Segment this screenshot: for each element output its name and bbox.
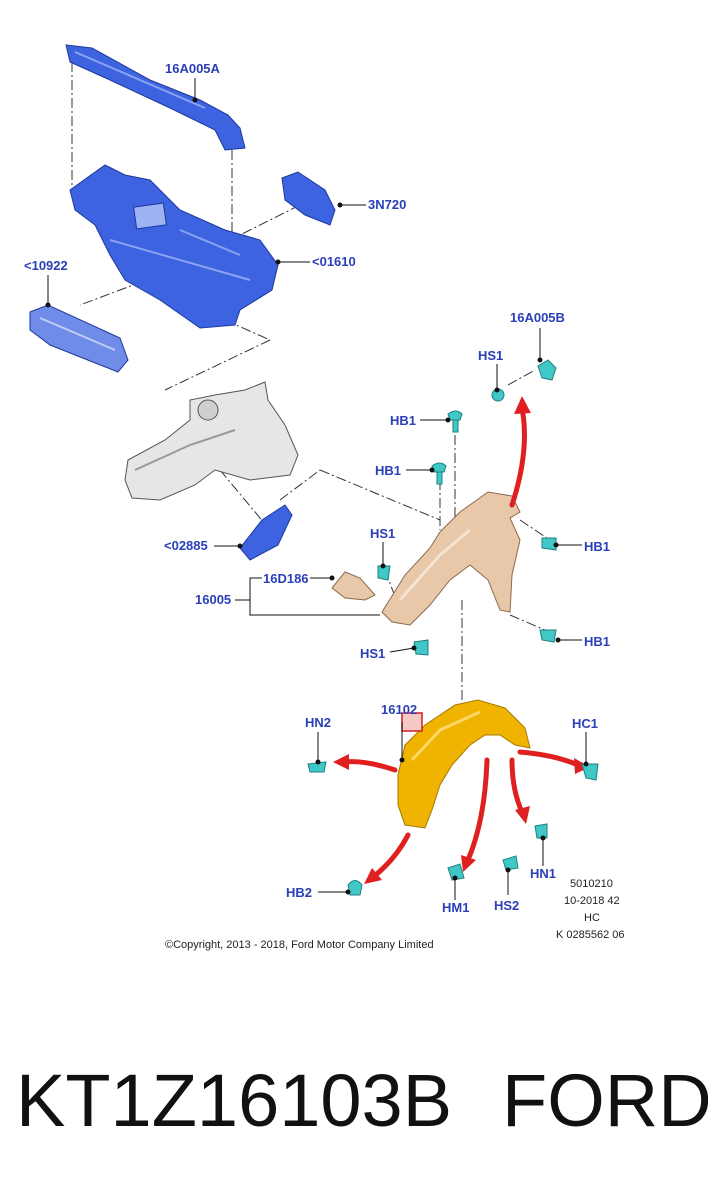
label-hs2: HS2 — [494, 898, 519, 913]
label-3N720: 3N720 — [368, 197, 406, 212]
part-10922 — [29, 304, 129, 373]
label-10922: <10922 — [24, 258, 68, 273]
copyright-notice: ©Copyright, 2013 - 2018, Ford Motor Comp… — [165, 939, 434, 951]
label-02885: <02885 — [164, 538, 208, 553]
leader-lines — [47, 78, 587, 900]
label-hs1-low: HS1 — [360, 646, 385, 661]
meta-line-4: K 0285562 06 — [556, 929, 625, 941]
leader-dots — [45, 97, 589, 895]
label-hb2: HB2 — [286, 885, 312, 900]
part-number: KT1Z16103B — [16, 1059, 453, 1142]
assembly-lines — [71, 62, 551, 700]
meta-line-1: 5010210 — [570, 878, 613, 890]
part-front-structure-grey — [124, 381, 299, 501]
label-hb1-right-top: HB1 — [584, 539, 610, 554]
label-16005: 16005 — [195, 592, 231, 607]
label-hm1: HM1 — [442, 900, 469, 915]
label-hb1-right-bottom: HB1 — [584, 634, 610, 649]
callout-labels: 16A005A 3N720 <10922 <01610 16A005B HS1 … — [24, 61, 610, 915]
drawing-meta: 5010210 10-2018 42 HC K 0285562 06 — [556, 878, 625, 941]
fasteners — [307, 359, 599, 896]
part-16D186 — [331, 571, 376, 601]
part-fender-16005 — [381, 491, 521, 626]
label-hn2: HN2 — [305, 715, 331, 730]
exploded-parts-diagram: 16A005A 3N720 <10922 <01610 16A005B HS1 … — [24, 44, 625, 951]
label-16A005A: 16A005A — [165, 61, 221, 76]
label-hc1: HC1 — [572, 716, 598, 731]
label-16A005B: 16A005B — [510, 310, 565, 325]
part-16A005A — [65, 44, 246, 151]
label-hb1-b: HB1 — [375, 463, 401, 478]
label-16102: 16102 — [381, 702, 417, 717]
label-hn1: HN1 — [530, 866, 556, 881]
meta-line-3: HC — [584, 912, 600, 924]
meta-line-2: 10-2018 42 — [564, 895, 620, 907]
part-02885 — [239, 504, 293, 561]
part-01610 — [69, 164, 279, 329]
part-3N720 — [281, 171, 336, 226]
label-16D186: 16D186 — [263, 571, 309, 586]
label-hb1-a: HB1 — [390, 413, 416, 428]
brand-name: FORD — [502, 1059, 708, 1142]
label-hs1-top: HS1 — [478, 348, 503, 363]
label-01610: <01610 — [312, 254, 356, 269]
arrowheads — [333, 396, 590, 884]
label-hs1-mid: HS1 — [370, 526, 395, 541]
part-wheel-liner-16102 — [397, 699, 531, 829]
